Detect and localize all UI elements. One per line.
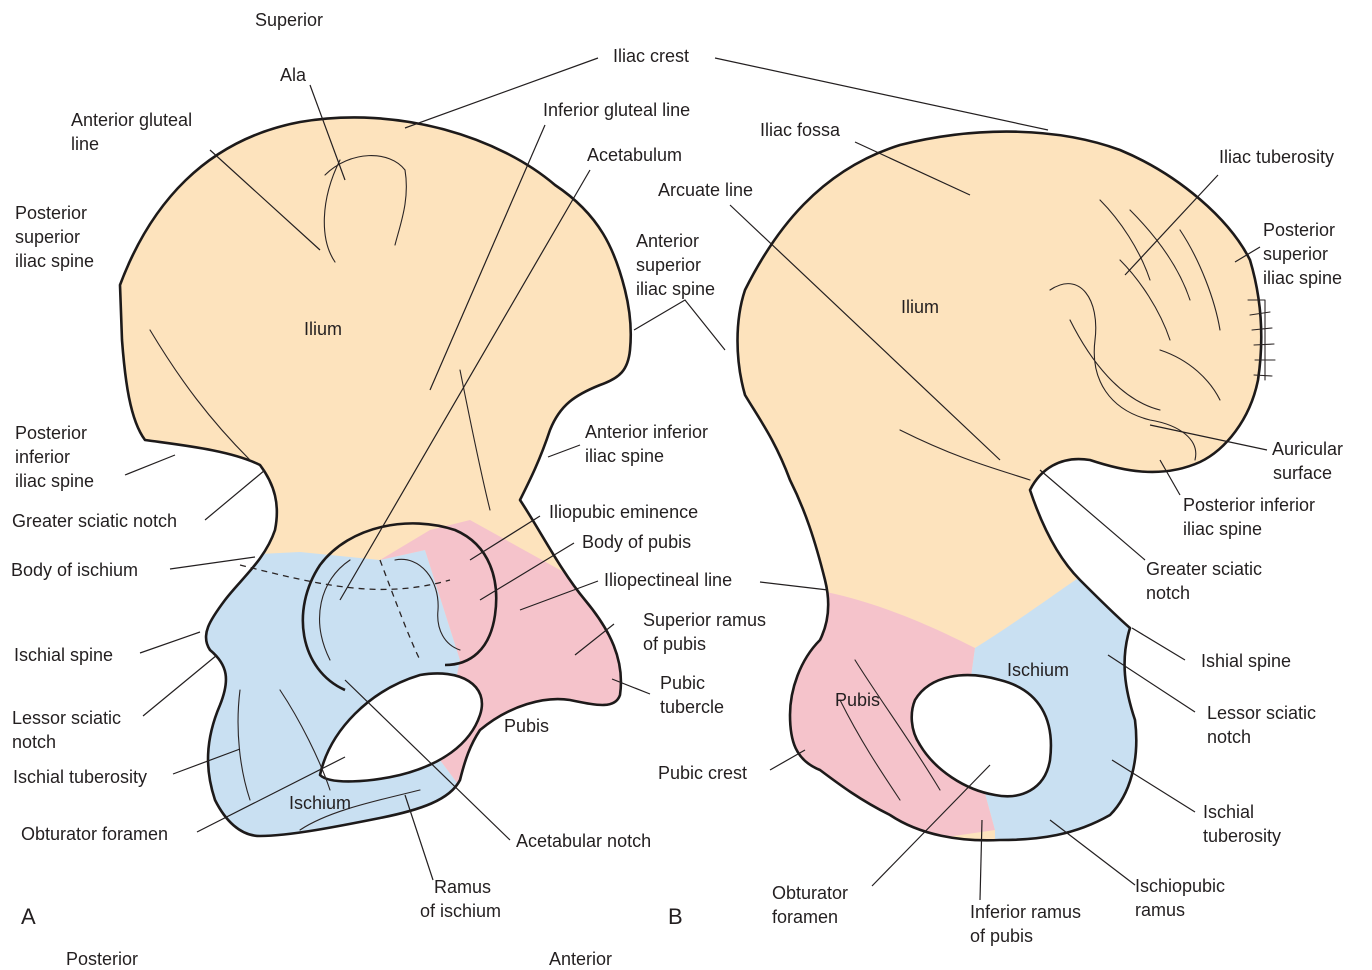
panel-a-superior-ramus-label-1: Superior ramus bbox=[643, 610, 766, 630]
orientation-superior: Superior bbox=[255, 10, 323, 30]
panel-a-ilium-label: Ilium bbox=[304, 319, 342, 339]
panel-a-acetabulum-label: Acetabulum bbox=[587, 145, 682, 165]
panel-a-letter: A bbox=[21, 904, 36, 929]
panel-b-ischial-tuberosity-label-2: tuberosity bbox=[1203, 826, 1281, 846]
panel-b-ischiopubic-ramus-label-2: ramus bbox=[1135, 900, 1185, 920]
panel-a: Ilium Ischium Pubis bbox=[11, 10, 766, 969]
panel-a-anterior-gluteal-line-label-1: Anterior gluteal bbox=[71, 110, 192, 130]
panel-a-iliopectineal-line-label: Iliopectineal line bbox=[604, 570, 732, 590]
panel-b-pubis-label: Pubis bbox=[835, 690, 880, 710]
panel-b-greater-sciatic-notch-label-2: notch bbox=[1146, 583, 1190, 603]
panel-a-anterior-inferior-iliac-spine-label-1: Anterior inferior bbox=[585, 422, 708, 442]
orientation-posterior: Posterior bbox=[66, 949, 138, 969]
panel-a-anterior-superior-iliac-spine-label-2: superior bbox=[636, 255, 701, 275]
panel-b-ischium-label: Ischium bbox=[1007, 660, 1069, 680]
panel-a-pubic-tubercle-label-1: Pubic bbox=[660, 673, 705, 693]
panel-b-greater-sciatic-notch-label-1: Greater sciatic bbox=[1146, 559, 1262, 579]
panel-a-ramus-of-ischium-label-2: of ischium bbox=[420, 901, 501, 921]
orientation-anterior: Anterior bbox=[549, 949, 612, 969]
panel-a-pubis-label: Pubis bbox=[504, 716, 549, 736]
panel-a-ischial-tuberosity-label: Ischial tuberosity bbox=[13, 767, 147, 787]
panel-a-lessor-sciatic-notch-label-2: notch bbox=[12, 732, 56, 752]
panel-b-obturator-foramen-label-2: foramen bbox=[772, 907, 838, 927]
panel-a-body-of-pubis-label: Body of pubis bbox=[582, 532, 691, 552]
panel-b-ischial-tuberosity-label-1: Ischial bbox=[1203, 802, 1254, 822]
panel-b-letter: B bbox=[668, 904, 683, 929]
panel-a-anterior-inferior-iliac-spine-label-2: iliac spine bbox=[585, 446, 664, 466]
panel-a-posterior-superior-iliac-spine-label-2: superior bbox=[15, 227, 80, 247]
panel-a-greater-sciatic-notch-label: Greater sciatic notch bbox=[12, 511, 177, 531]
panel-a-posterior-superior-iliac-spine-label-1: Posterior bbox=[15, 203, 87, 223]
panel-b-lessor-sciatic-notch-label-2: notch bbox=[1207, 727, 1251, 747]
panel-a-body-of-ischium-label: Body of ischium bbox=[11, 560, 138, 580]
panel-a-ischium-label: Ischium bbox=[289, 793, 351, 813]
panel-a-acetabular-notch-label: Acetabular notch bbox=[516, 831, 651, 851]
panel-b-iliac-tuberosity-label: Iliac tuberosity bbox=[1219, 147, 1334, 167]
panel-b-pubic-crest-label: Pubic crest bbox=[658, 763, 747, 783]
panel-a-iliopubic-eminence-label: Iliopubic eminence bbox=[549, 502, 698, 522]
panel-b-ishial-spine-label: Ishial spine bbox=[1201, 651, 1291, 671]
panel-a-superior-ramus-label-2: of pubis bbox=[643, 634, 706, 654]
panel-b-obturator-foramen-label-1: Obturator bbox=[772, 883, 848, 903]
panel-a-ala-label: Ala bbox=[280, 65, 307, 85]
panel-b-auricular-surface-label-1: Auricular bbox=[1272, 439, 1343, 459]
panel-a-posterior-inferior-iliac-spine-label-2: inferior bbox=[15, 447, 70, 467]
panel-b-ilium-label: Ilium bbox=[901, 297, 939, 317]
panel-a-posterior-superior-iliac-spine-label-3: iliac spine bbox=[15, 251, 94, 271]
panel-b-arcuate-line-label: Arcuate line bbox=[658, 180, 753, 200]
panel-b-inferior-ramus-label-2: of pubis bbox=[970, 926, 1033, 946]
panel-a-posterior-inferior-iliac-spine-label-1: Posterior bbox=[15, 423, 87, 443]
panel-a-posterior-inferior-iliac-spine-label-3: iliac spine bbox=[15, 471, 94, 491]
panel-a-pubic-tubercle-label-2: tubercle bbox=[660, 697, 724, 717]
panel-b-ischiopubic-ramus-label-1: Ischiopubic bbox=[1135, 876, 1225, 896]
panel-a-anterior-superior-iliac-spine-label-1: Anterior bbox=[636, 231, 699, 251]
panel-a-ramus-of-ischium-label-1: Ramus bbox=[434, 877, 491, 897]
panel-a-obturator-foramen-label: Obturator foramen bbox=[21, 824, 168, 844]
panel-b-posterior-inferior-iliac-spine-label-2: iliac spine bbox=[1183, 519, 1262, 539]
panel-a-lessor-sciatic-notch-label-1: Lessor sciatic bbox=[12, 708, 121, 728]
panel-a-ischial-spine-label: Ischial spine bbox=[14, 645, 113, 665]
panel-b-inferior-ramus-label-1: Inferior ramus bbox=[970, 902, 1081, 922]
panel-b-lessor-sciatic-notch-label-1: Lessor sciatic bbox=[1207, 703, 1316, 723]
panel-b-auricular-surface-label-2: surface bbox=[1273, 463, 1332, 483]
panel-b-posterior-superior-iliac-spine-label-3: iliac spine bbox=[1263, 268, 1342, 288]
panel-a-iliac-crest-label: Iliac crest bbox=[613, 46, 689, 66]
panel-b-posterior-superior-iliac-spine-label-1: Posterior bbox=[1263, 220, 1335, 240]
panel-a-inferior-gluteal-line-label: Inferior gluteal line bbox=[543, 100, 690, 120]
panel-a-anterior-superior-iliac-spine-label-3: iliac spine bbox=[636, 279, 715, 299]
panel-b-iliac-fossa-label: Iliac fossa bbox=[760, 120, 841, 140]
panel-a-anterior-gluteal-line-label-2: line bbox=[71, 134, 99, 154]
panel-b-posterior-inferior-iliac-spine-label-1: Posterior inferior bbox=[1183, 495, 1315, 515]
panel-b-posterior-superior-iliac-spine-label-2: superior bbox=[1263, 244, 1328, 264]
